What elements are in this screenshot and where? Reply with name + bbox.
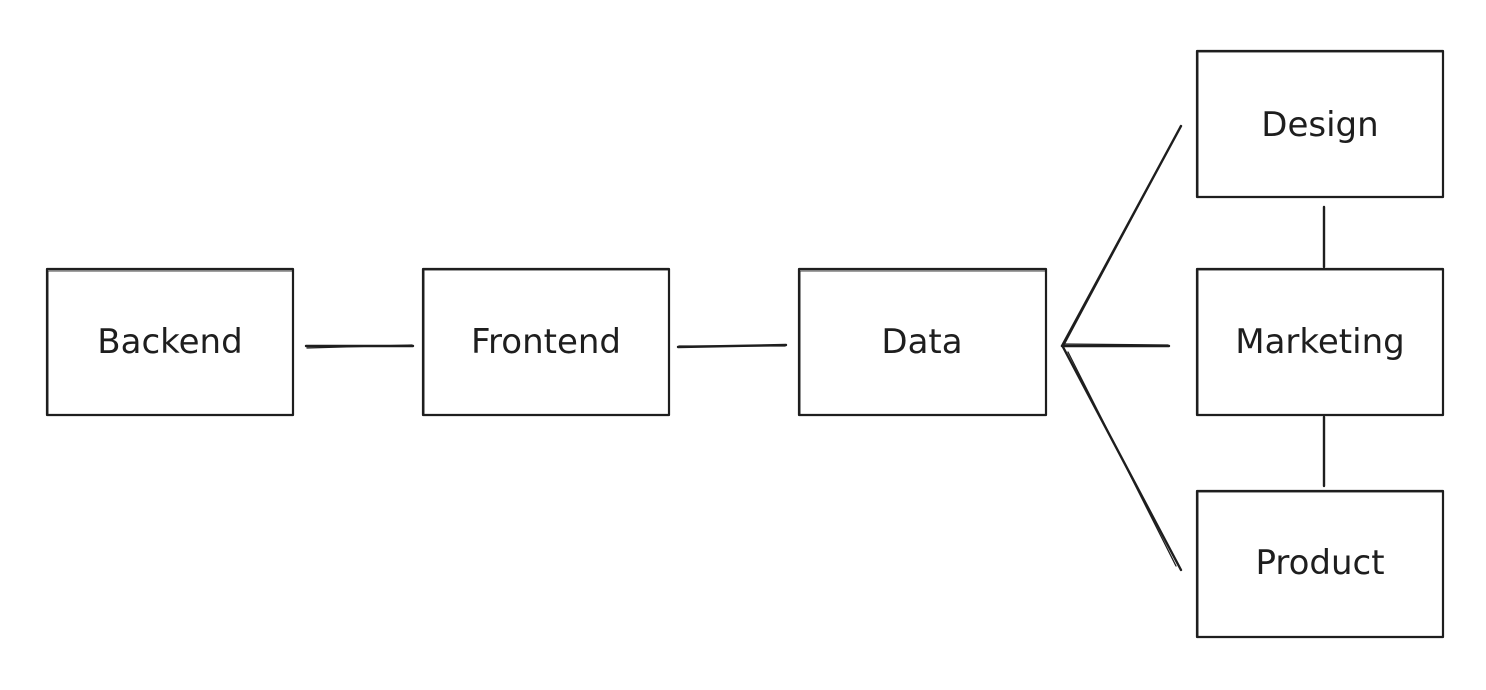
node-frontend[interactable]: Frontend	[421, 267, 671, 417]
edge-data-marketing	[1060, 343, 1171, 348]
node-label-product: Product	[1255, 543, 1384, 583]
node-product[interactable]: Product	[1195, 489, 1445, 639]
node-marketing[interactable]: Marketing	[1195, 267, 1445, 417]
edge-frontend-data	[676, 343, 788, 349]
node-label-frontend: Frontend	[471, 322, 621, 362]
node-label-marketing: Marketing	[1235, 322, 1404, 362]
node-design[interactable]: Design	[1195, 49, 1445, 199]
node-label-data: Data	[881, 322, 962, 362]
node-label-backend: Backend	[97, 322, 242, 362]
connectors	[304, 124, 1326, 572]
node-label-design: Design	[1261, 105, 1378, 145]
edge-data-product	[1061, 345, 1183, 572]
edge-data-design	[1060, 124, 1183, 348]
edge-backend-frontend	[304, 344, 415, 349]
node-data[interactable]: Data	[797, 267, 1048, 417]
node-backend[interactable]: Backend	[45, 267, 295, 417]
